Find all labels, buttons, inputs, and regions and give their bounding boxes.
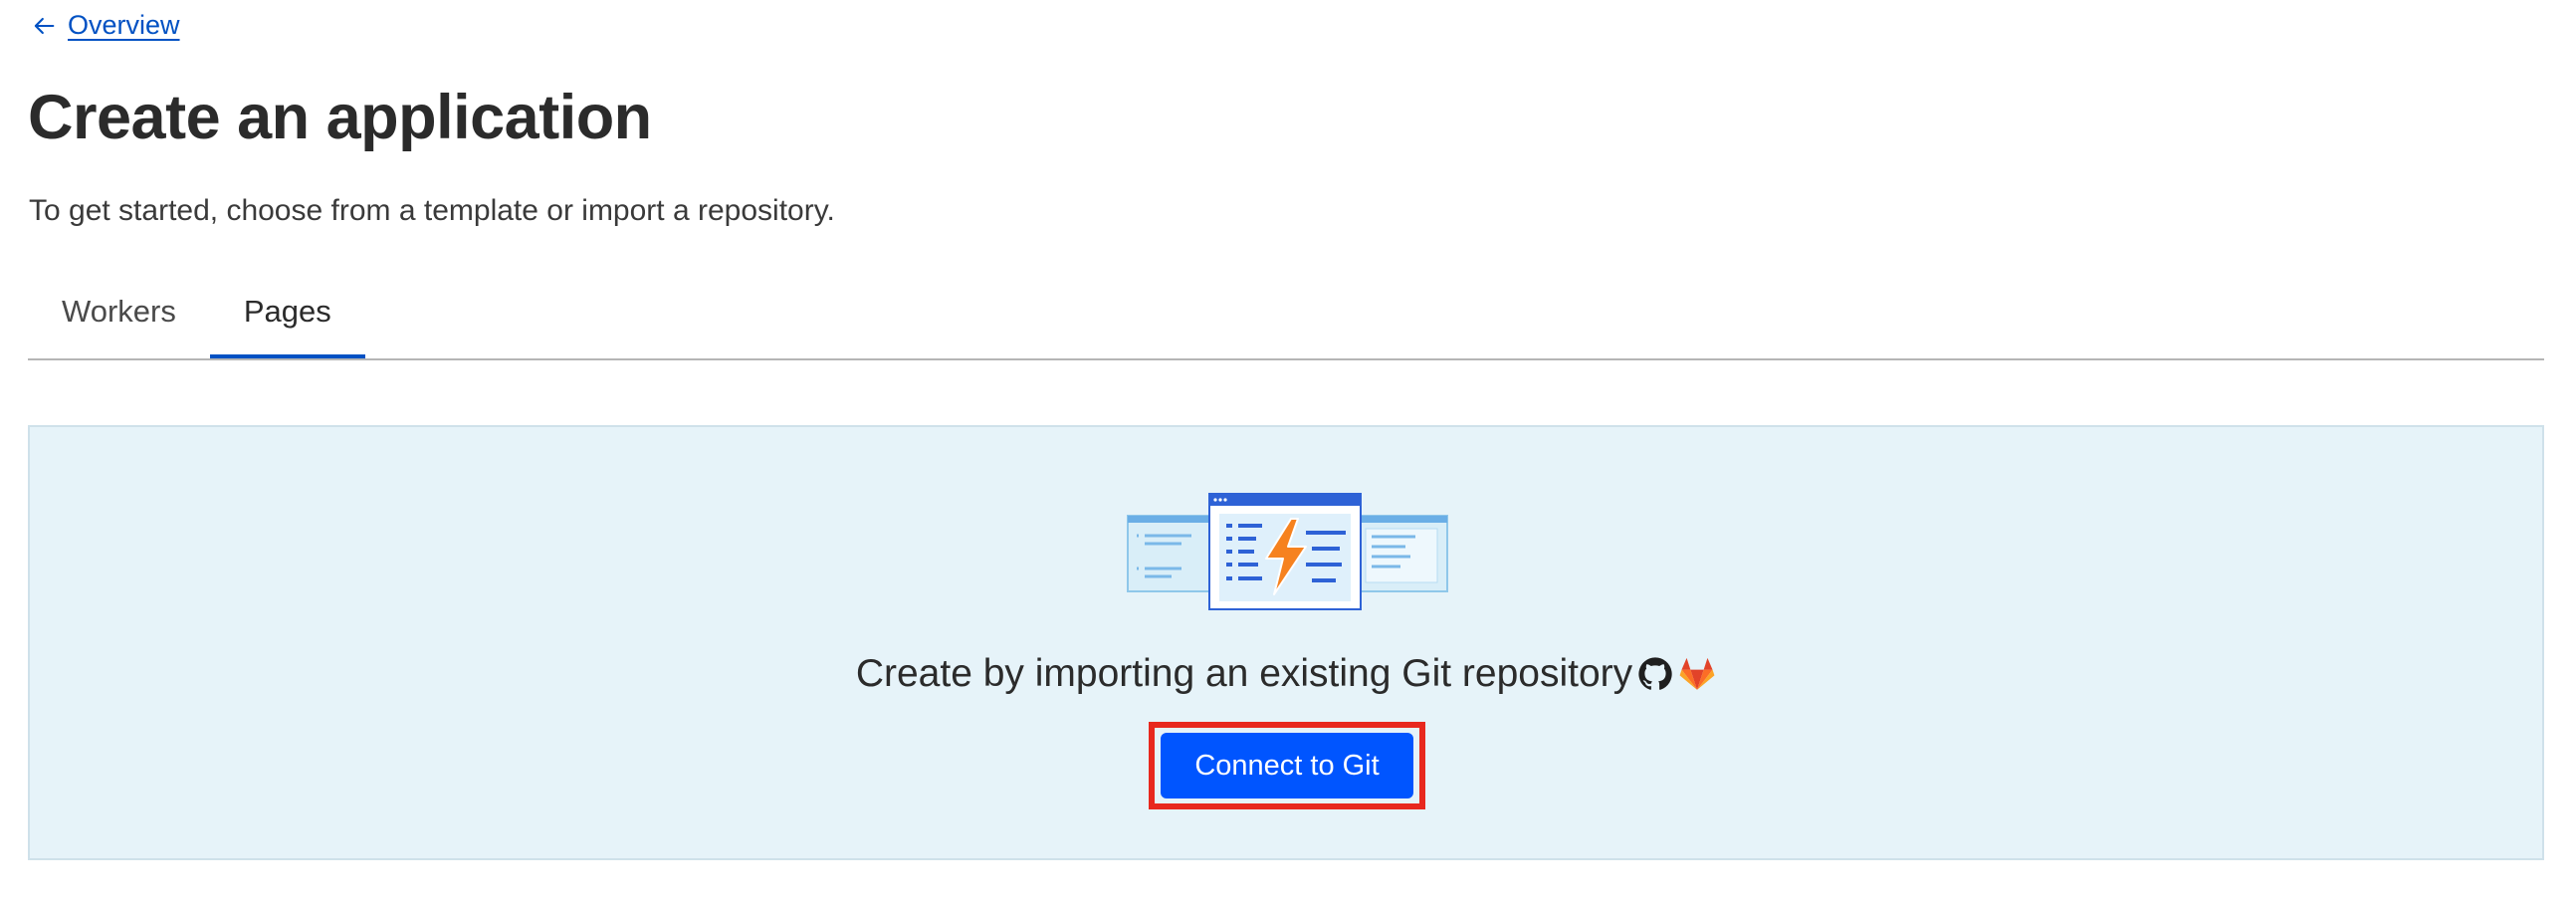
page-title: Create an application xyxy=(28,83,652,152)
import-prompt-text: Create by importing an existing Git repo… xyxy=(855,652,1633,695)
connect-to-git-button[interactable]: Connect to Git xyxy=(1161,733,1413,798)
tab-pages[interactable]: Pages xyxy=(209,284,365,358)
import-repository-card: Create by importing an existing Git repo… xyxy=(28,425,2544,860)
gitlab-icon xyxy=(1679,657,1715,690)
import-prompt: Create by importing an existing Git repo… xyxy=(30,652,2542,696)
arrow-left-icon xyxy=(34,17,55,34)
page-subtitle: To get started, choose from a template o… xyxy=(29,194,835,227)
pages-illustration-icon xyxy=(1127,493,1448,610)
tab-workers[interactable]: Workers xyxy=(62,294,176,329)
button-highlight-outline xyxy=(1149,722,1425,809)
tab-bar: Workers Pages xyxy=(28,284,2544,360)
github-icon xyxy=(1638,657,1672,690)
back-link-label: Overview xyxy=(68,10,180,40)
back-to-overview-link[interactable]: Overview xyxy=(30,10,180,41)
